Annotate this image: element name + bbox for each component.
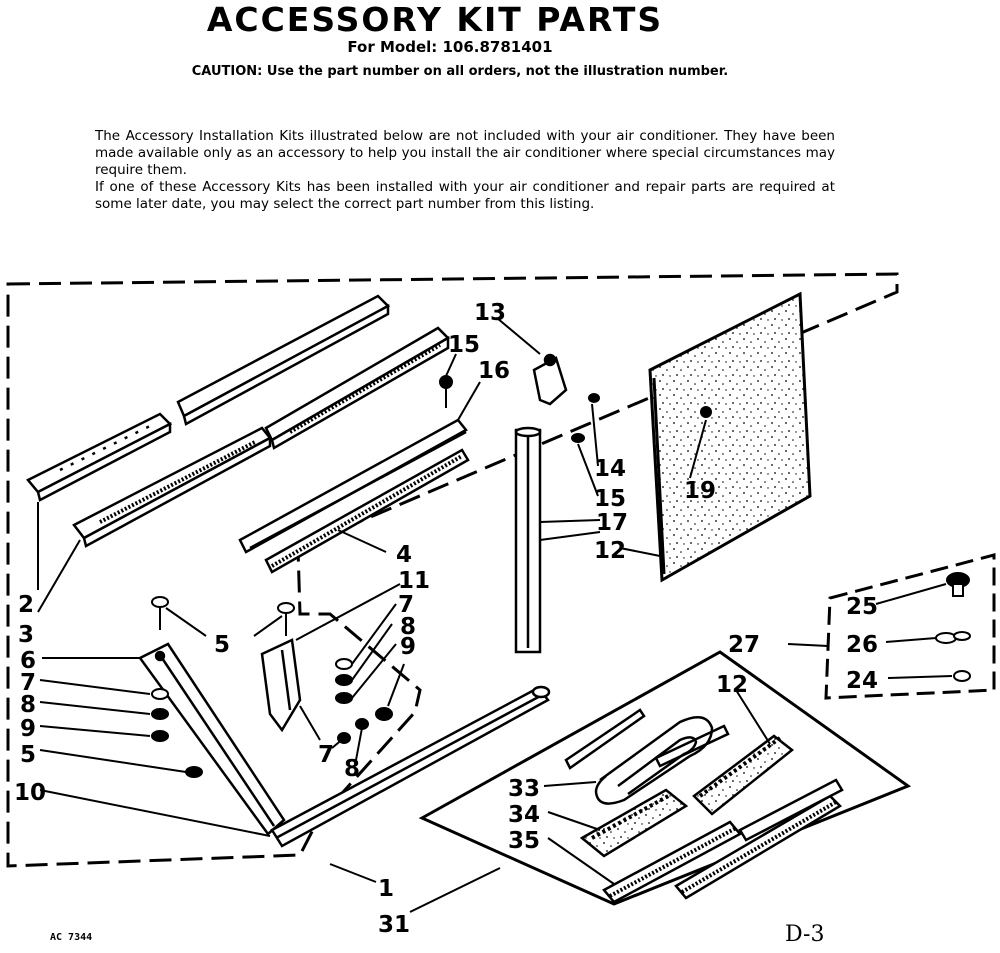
rail-upper-long [264, 326, 451, 450]
callout-12-panel: 12 [594, 538, 626, 564]
callout-3: 3 [18, 622, 34, 648]
callout-11: 11 [398, 568, 430, 594]
rail-part-3 [72, 426, 272, 548]
callout-27: 27 [728, 632, 760, 658]
channel-part-4 [238, 418, 470, 574]
callout-4: 4 [396, 542, 412, 568]
gasket-part-33 [564, 708, 730, 805]
callout-10: 10 [14, 780, 46, 806]
callout-33: 33 [508, 776, 540, 802]
callout-9-left: 9 [20, 716, 36, 742]
screw-part-14 [588, 393, 600, 403]
callout-31: 31 [378, 912, 410, 938]
callout-numbers: 13 15 16 14 15 19 17 12 4 11 7 8 9 2 3 5… [14, 300, 878, 938]
callout-17: 17 [596, 510, 628, 536]
page-marker: D-3 [785, 922, 825, 947]
strip-part-34 [579, 788, 689, 858]
bolt-part-5-lower [185, 766, 203, 778]
callout-7-left: 7 [20, 670, 36, 696]
callout-26: 26 [846, 632, 878, 658]
callout-2: 2 [18, 592, 34, 618]
washers-7-8-9-left [151, 688, 169, 742]
callout-25: 25 [846, 594, 878, 620]
clip-part-26 [935, 631, 971, 644]
callout-8-left: 8 [20, 692, 36, 718]
callout-8-middle: 8 [344, 756, 360, 782]
screw-part-15-top [439, 375, 453, 408]
callout-16: 16 [478, 358, 510, 384]
intro-paragraph-1: The Accessory Installation Kits illustra… [95, 128, 835, 178]
callout-8-right: 8 [400, 614, 416, 640]
callout-12-kit: 12 [716, 672, 748, 698]
rail-upper-short [176, 294, 391, 426]
bracket-part-13 [532, 353, 568, 406]
panel-part-12 [648, 291, 812, 583]
strip-part-35 [602, 778, 844, 904]
foam-strip-12 [692, 734, 795, 816]
callout-1: 1 [378, 876, 394, 902]
callout-15-top: 15 [448, 332, 480, 358]
bolt-part-5-top-left [151, 596, 169, 630]
model-line: For Model: 106.8781401 [347, 38, 553, 56]
callout-24: 24 [846, 668, 878, 694]
callout-35: 35 [508, 828, 540, 854]
caution-note: CAUTION: Use the part number on all orde… [191, 64, 729, 79]
callout-5-left: 5 [20, 742, 36, 768]
kit-boundary-dashed [6, 272, 899, 868]
callout-14: 14 [594, 456, 626, 482]
bolt-part-5-top-right [277, 602, 295, 636]
screw-part-15 [571, 433, 585, 443]
leader-lines [37, 317, 953, 913]
kit-31-board [418, 650, 912, 906]
callout-34: 34 [508, 802, 540, 828]
kit-27-boundary [824, 553, 996, 700]
screw-part-25 [946, 572, 970, 597]
post-part-17 [514, 426, 542, 654]
page-title: ACCESSORY KIT PARTS [206, 0, 664, 39]
callout-19: 19 [684, 478, 716, 504]
screw-part-19 [700, 406, 712, 418]
long-bar-part-1 [270, 685, 551, 848]
callout-7-middle: 7 [318, 742, 334, 768]
callout-5-top: 5 [214, 632, 230, 658]
support-arm-part-6 [138, 642, 286, 836]
rail-part-2 [26, 412, 173, 502]
washers-7-8-9-right [335, 658, 393, 744]
callout-13: 13 [474, 300, 506, 326]
callout-15: 15 [594, 486, 626, 512]
intro-text: The Accessory Installation Kits illustra… [95, 128, 835, 213]
callout-7-right: 7 [398, 592, 414, 618]
nut-part-24 [953, 670, 971, 682]
callout-6: 6 [20, 648, 36, 674]
illustration-code: AC 7344 [50, 932, 93, 943]
support-arm-part-11 [260, 638, 302, 733]
callout-9-right: 9 [400, 634, 416, 660]
intro-paragraph-2: If one of these Accessory Kits has been … [95, 179, 835, 212]
